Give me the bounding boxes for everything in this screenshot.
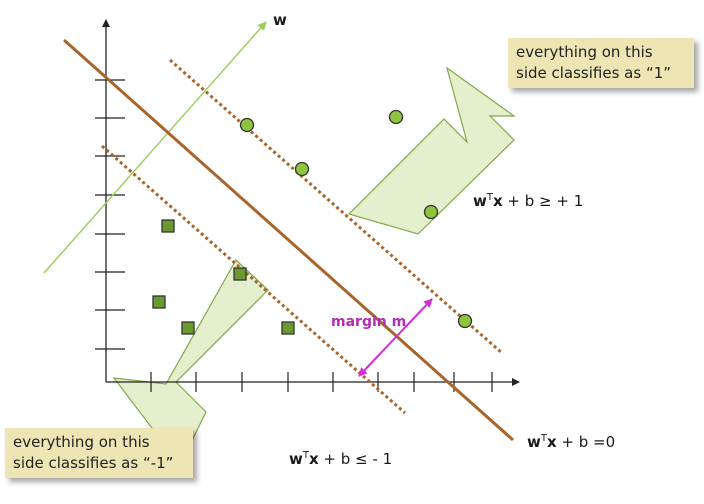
- positive-margin-line: [169, 58, 503, 355]
- margin-arrow: [358, 298, 433, 377]
- negative-margin-equation: wTx + b ≤ - 1: [289, 450, 392, 468]
- eq-transpose: T: [540, 433, 548, 444]
- positive-points: [239, 109, 473, 329]
- negative-margin-line: [101, 144, 406, 415]
- eq-transpose: T: [486, 192, 494, 203]
- negative-point: [152, 295, 166, 309]
- negative-note-line1: everything on this: [13, 433, 150, 451]
- positive-note-line1: everything on this: [516, 43, 653, 61]
- eq-x: x: [547, 433, 557, 451]
- positive-point: [457, 313, 473, 329]
- negative-points: [152, 219, 295, 335]
- eq-rest: + b ≤ - 1: [319, 450, 392, 468]
- eq-rest: + b =0: [557, 433, 616, 451]
- eq-w: w: [527, 433, 541, 451]
- eq-w: w: [289, 450, 303, 468]
- positive-note-line2: side classifies as “1”: [516, 64, 672, 82]
- y-axis-ticks: [95, 79, 125, 350]
- positive-point: [239, 117, 255, 133]
- eq-x: x: [493, 192, 503, 210]
- boundary-equation: wTx + b =0: [527, 433, 615, 451]
- negative-side-arrow: [112, 259, 269, 467]
- positive-side-note: everything on this side classifies as “1…: [508, 38, 694, 88]
- negative-point: [281, 321, 295, 335]
- positive-margin-equation: wTx + b ≥ + 1: [473, 192, 583, 210]
- w-axis-label: w: [273, 11, 287, 29]
- negative-note-line2: side classifies as “-1”: [13, 454, 174, 472]
- eq-w: w: [473, 192, 487, 210]
- margin-label: margin m: [331, 314, 406, 330]
- w-vector-arrow: [43, 21, 267, 274]
- eq-transpose: T: [302, 450, 310, 461]
- negative-side-note: everything on this side classifies as “-…: [5, 428, 193, 478]
- positive-point: [294, 161, 310, 177]
- positive-point: [388, 109, 404, 125]
- negative-point: [181, 321, 195, 335]
- negative-point: [233, 267, 247, 281]
- negative-point: [161, 219, 175, 233]
- positive-side-arrow: [347, 66, 516, 235]
- eq-rest: + b ≥ + 1: [503, 192, 584, 210]
- positive-point: [423, 204, 439, 220]
- eq-x: x: [309, 450, 319, 468]
- decision-boundary-line: [63, 38, 514, 442]
